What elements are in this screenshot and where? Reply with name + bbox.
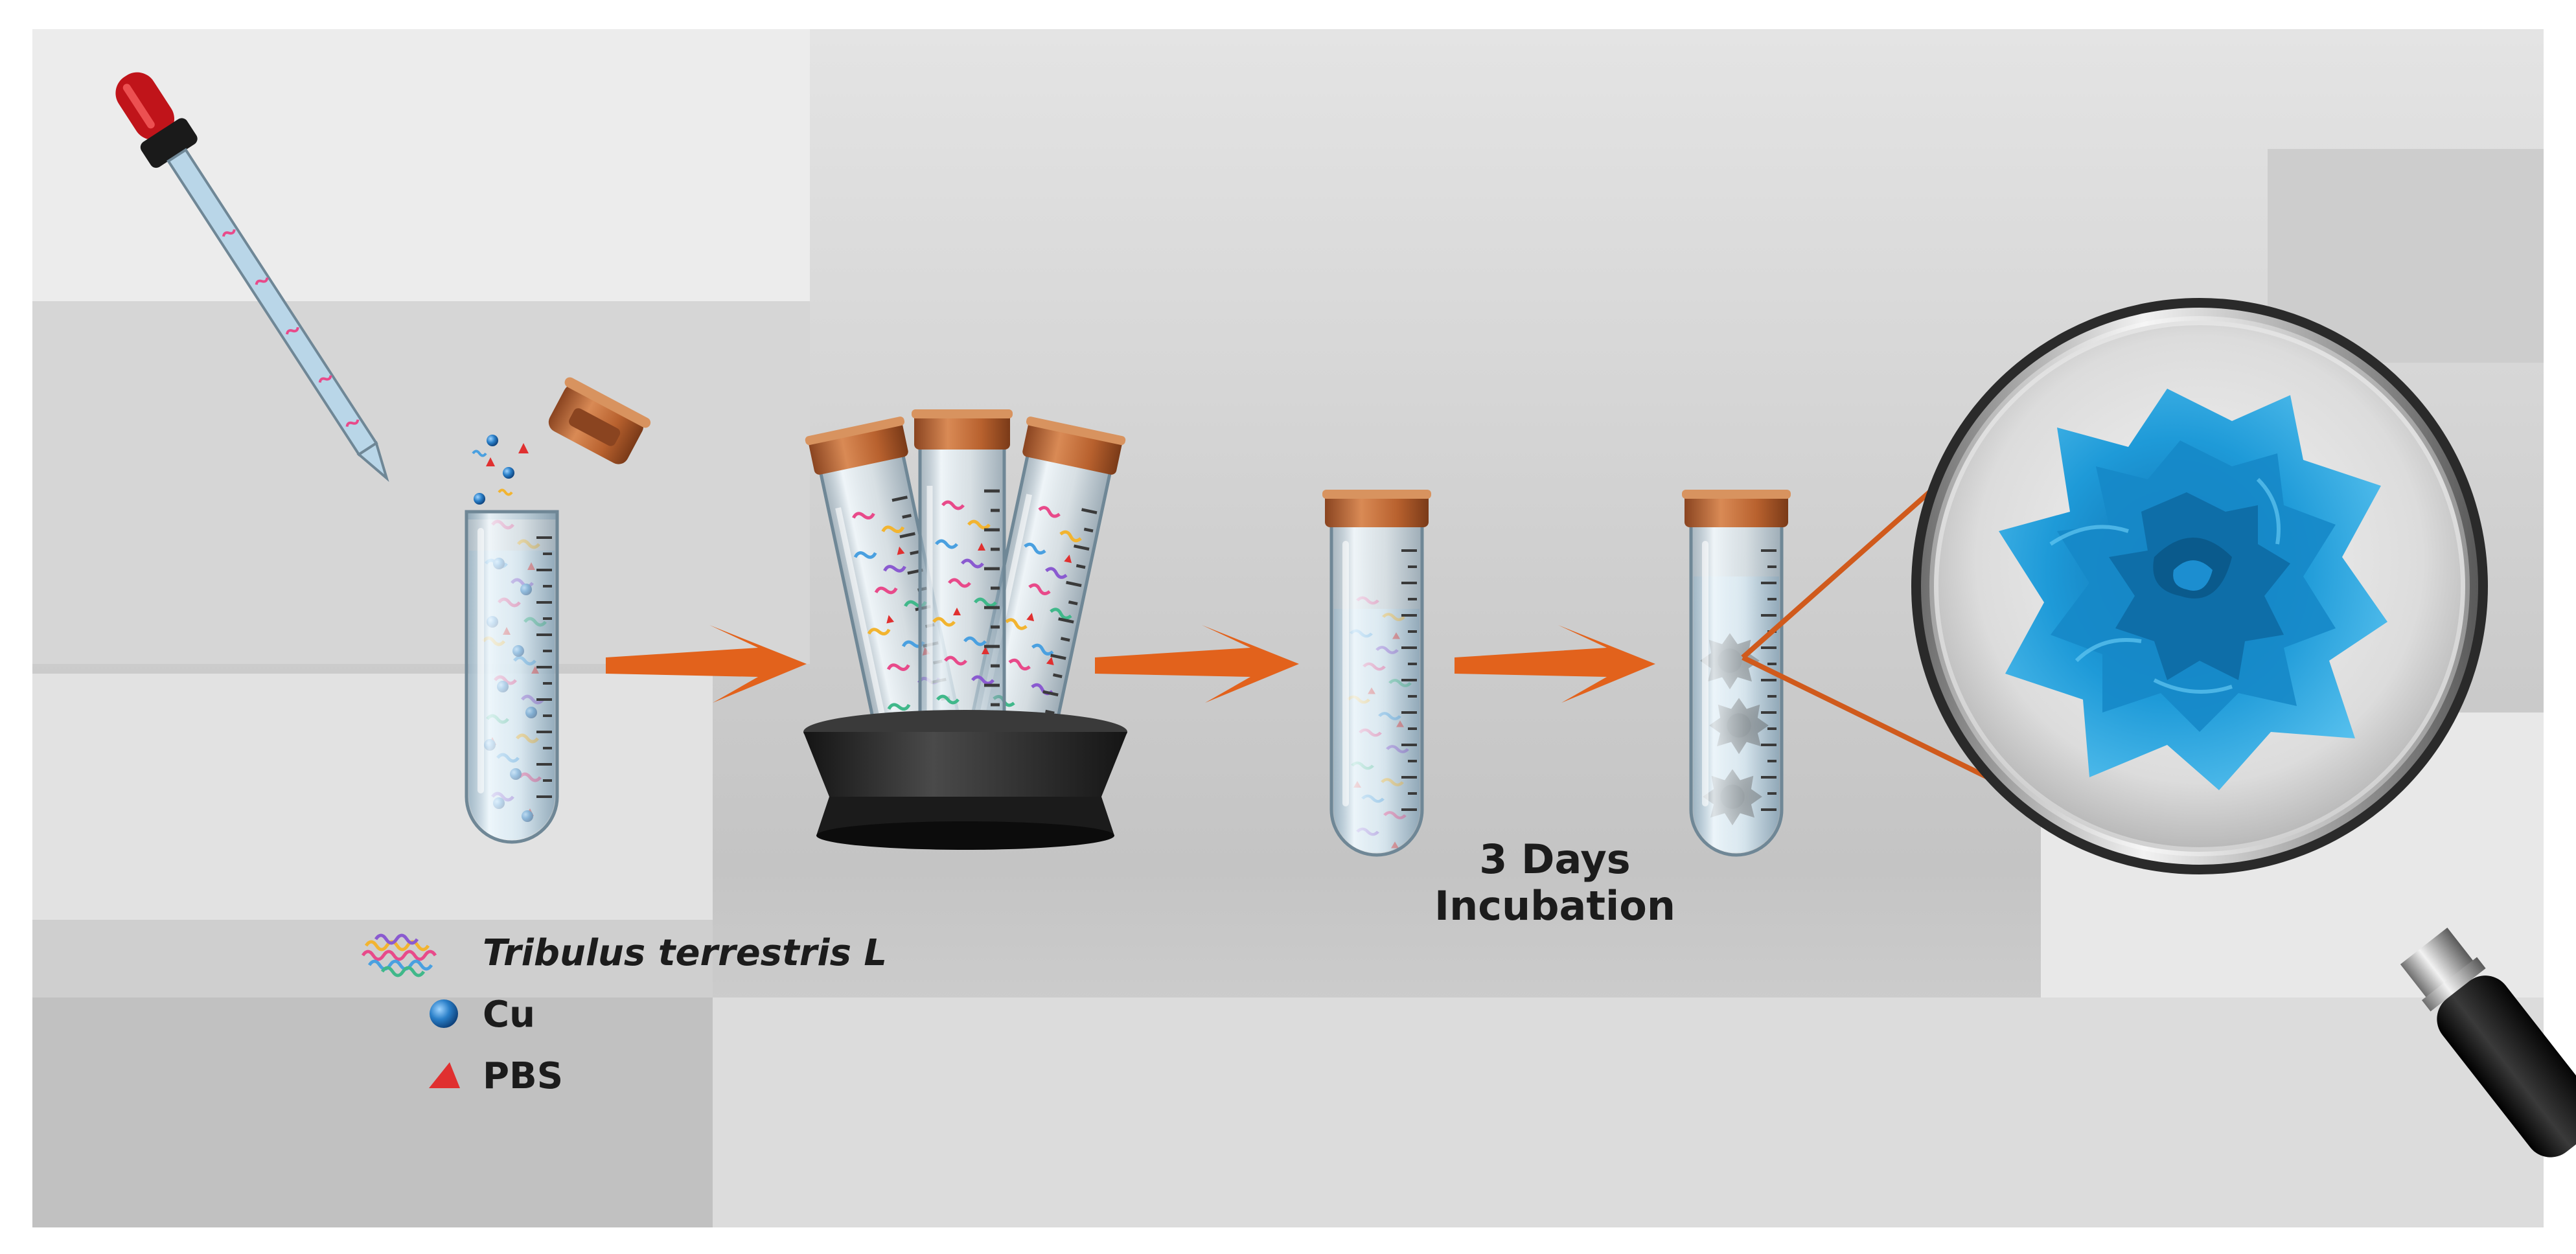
process-arrow-3 xyxy=(1455,625,1655,703)
removed-tube-cap-icon xyxy=(548,377,651,464)
test-tube-mixed-solution xyxy=(1322,490,1431,855)
legend-label-cu: Cu xyxy=(483,994,535,1036)
process-arrow-2 xyxy=(1095,625,1299,703)
dropper-icon xyxy=(115,72,389,483)
legend-item-tribulus: Tribulus terrestris L xyxy=(361,932,887,977)
tribulus-squiggle-icon xyxy=(361,933,437,977)
process-arrow-1 xyxy=(606,625,807,703)
tube-shaker-icon xyxy=(803,409,1127,850)
pbs-triangle-icon xyxy=(429,1062,460,1088)
incubation-caption: 3 Days Incubation xyxy=(1434,836,1675,929)
legend-item-pbs: PBS xyxy=(429,1055,563,1097)
legend: Tribulus terrestris L Cu PBS xyxy=(361,932,887,1097)
legend-item-cu: Cu xyxy=(430,994,535,1036)
legend-label-pbs: PBS xyxy=(483,1055,563,1097)
cu-nanoflower-magnified-icon xyxy=(1999,389,2387,790)
falling-reagent-particles xyxy=(472,435,529,505)
cu-sphere-icon xyxy=(430,999,458,1028)
incubation-caption-line2: Incubation xyxy=(1434,882,1675,929)
incubation-caption-line1: 3 Days xyxy=(1479,836,1630,883)
test-tube-mixing xyxy=(466,512,557,842)
legend-label-tribulus: Tribulus terrestris L xyxy=(483,932,887,974)
lens-rim xyxy=(1929,316,2470,856)
